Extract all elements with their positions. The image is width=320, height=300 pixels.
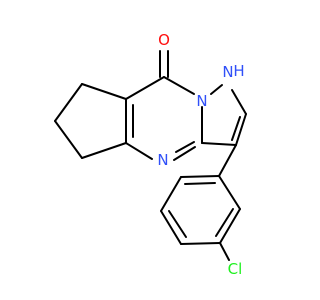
n-imine-label: N [157, 151, 168, 169]
bond [160, 210, 182, 245]
atom-labels: O N N H N Cl [157, 31, 244, 278]
bond [81, 142, 127, 159]
bond [175, 141, 195, 153]
bond [54, 83, 83, 122]
bond [81, 83, 127, 100]
bonds [54, 50, 247, 261]
bond [180, 175, 220, 178]
bond [201, 142, 237, 146]
molecule-structure: O N N H N Cl [54, 31, 247, 278]
bond [160, 176, 182, 212]
bond [180, 242, 221, 245]
bond [173, 146, 196, 161]
bond [218, 175, 241, 210]
chlorine-label: Cl [228, 260, 243, 278]
bond [125, 142, 153, 160]
nh-n-label: N [222, 63, 233, 81]
bond [54, 120, 83, 159]
nh-h-label: H [233, 62, 244, 80]
bond [231, 116, 241, 141]
n-bridge-label: N [196, 92, 207, 110]
bond [215, 208, 234, 237]
bond [125, 76, 165, 100]
bond [218, 144, 237, 177]
bond [219, 208, 241, 244]
bond [163, 76, 195, 95]
bond [219, 242, 230, 261]
oxygen-label: O [158, 31, 170, 49]
molecule-canvas: O N N H N Cl [54, 31, 247, 278]
bond [210, 84, 223, 95]
bond [231, 89, 247, 115]
bond [168, 210, 187, 238]
bond [184, 182, 216, 185]
bond [235, 113, 247, 146]
